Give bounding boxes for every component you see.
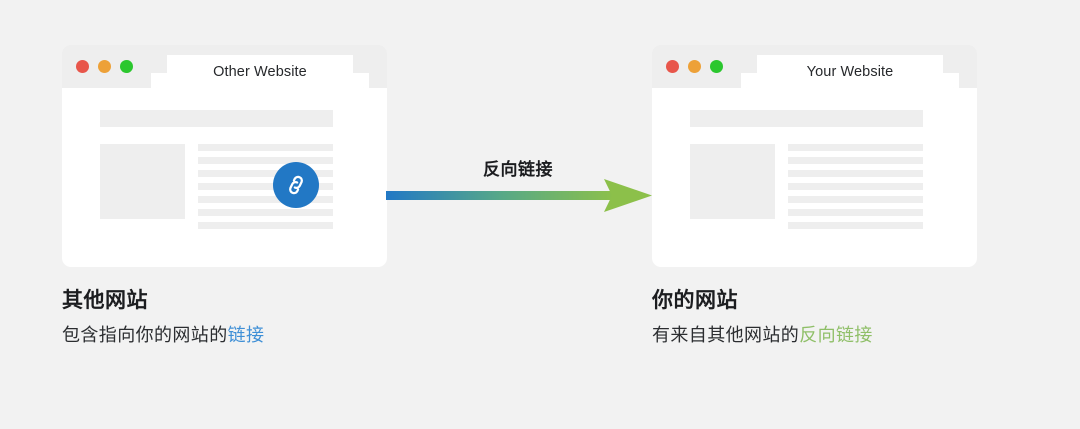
skeleton-line	[198, 209, 333, 216]
caption-subtitle-prefix: 有来自其他网站的	[652, 325, 800, 346]
skeleton-line	[788, 196, 923, 203]
skeleton-line	[788, 222, 923, 229]
browser-tab-your-website[interactable]: Your Website	[741, 55, 959, 89]
skeleton-image-placeholder	[690, 144, 775, 219]
backlink-arrow-group: 反向链接	[386, 155, 656, 215]
browser-chrome-bar: Other Website	[62, 45, 387, 89]
caption-title: 其他网站	[62, 289, 148, 312]
tab-inner: Other Website	[167, 55, 353, 89]
minimize-dot-icon[interactable]	[688, 60, 701, 73]
skeleton-line	[788, 170, 923, 177]
skeleton-line	[788, 144, 923, 151]
skeleton-line	[788, 157, 923, 164]
skeleton-image-placeholder	[100, 144, 185, 219]
skeleton-header-bar	[690, 110, 923, 127]
skeleton-text-lines	[198, 144, 333, 235]
browser-window-your-website: Your Website	[652, 45, 977, 267]
skeleton-line	[788, 209, 923, 216]
skeleton-header-bar	[100, 110, 333, 127]
browser-window-other-website: Other Website	[62, 45, 387, 267]
traffic-light-dots	[76, 60, 133, 73]
caption-subtitle-prefix: 包含指向你的网站的	[62, 325, 228, 346]
tab-title-label: Other Website	[213, 64, 307, 80]
maximize-dot-icon[interactable]	[120, 60, 133, 73]
maximize-dot-icon[interactable]	[710, 60, 723, 73]
skeleton-line	[198, 144, 333, 151]
caption-subtitle: 有来自其他网站的反向链接	[652, 324, 873, 347]
browser-tab-other-website[interactable]: Other Website	[151, 55, 369, 89]
close-dot-icon[interactable]	[76, 60, 89, 73]
caption-title: 你的网站	[652, 289, 738, 312]
tab-notch-right-icon	[353, 75, 367, 89]
tab-notch-left-icon	[743, 75, 757, 89]
tab-notch-left-icon	[153, 75, 167, 89]
skeleton-line	[198, 222, 333, 229]
caption-subtitle: 包含指向你的网站的链接	[62, 324, 264, 347]
arrow-label: 反向链接	[483, 160, 553, 179]
skeleton-line	[198, 157, 333, 164]
tab-notch-right-icon	[943, 75, 957, 89]
caption-your-website: 你的网站 有来自其他网站的反向链接	[652, 288, 873, 348]
skeleton-line	[198, 183, 333, 190]
arrow-icon	[386, 179, 652, 212]
tab-title-label: Your Website	[806, 64, 894, 80]
skeleton-line	[788, 183, 923, 190]
browser-viewport	[652, 88, 977, 267]
caption-subtitle-highlight: 反向链接	[799, 325, 873, 346]
skeleton-line	[198, 196, 333, 203]
traffic-light-dots	[666, 60, 723, 73]
caption-subtitle-highlight: 链接	[227, 325, 265, 346]
tab-inner: Your Website	[757, 55, 943, 89]
caption-other-website: 其他网站 包含指向你的网站的链接	[62, 288, 264, 348]
browser-viewport	[62, 88, 387, 267]
skeleton-text-lines	[788, 144, 923, 235]
minimize-dot-icon[interactable]	[98, 60, 111, 73]
link-badge[interactable]	[273, 162, 319, 208]
skeleton-line	[198, 170, 333, 177]
link-icon	[289, 175, 303, 195]
browser-chrome-bar: Your Website	[652, 45, 977, 89]
close-dot-icon[interactable]	[666, 60, 679, 73]
